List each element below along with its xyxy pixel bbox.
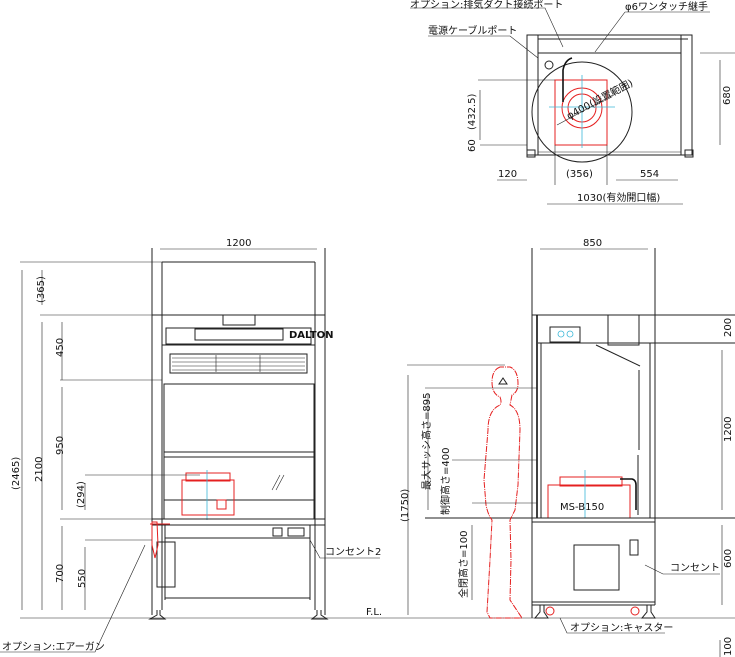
floor-level-label: F.L.	[366, 607, 382, 618]
hose-icon	[562, 57, 573, 102]
caster-label: オプション:キャスター	[570, 622, 673, 634]
side-feet	[533, 605, 656, 619]
foot-icon	[684, 149, 694, 158]
dim-432-5: (432.5)	[467, 93, 478, 130]
outlet-2-label: コンセント2	[325, 546, 381, 558]
dim-120: 120	[498, 169, 517, 180]
exhaust-port-label: オプション:排気ダクト接続ポート	[410, 0, 563, 11]
dim-680: 680	[722, 86, 733, 105]
device-model-label: MS-B150	[560, 502, 604, 513]
exhaust-grille	[169, 353, 308, 374]
fitting-box	[549, 326, 581, 343]
dim-100: 100	[723, 637, 734, 656]
closed-height-label: 全閉高さ=100	[457, 531, 470, 598]
dim-60: 60	[467, 139, 478, 152]
exhaust-duct	[607, 314, 640, 346]
side-cabinet	[531, 521, 656, 603]
cabinet-door-side[interactable]	[573, 544, 620, 591]
dim-1030: 1030(有効開口幅)	[577, 191, 660, 204]
airgun-icon	[150, 521, 170, 559]
fitting-label: φ6ワンタッチ継手	[625, 0, 708, 13]
cable-port-icon	[544, 60, 554, 70]
device-front-outline	[181, 479, 235, 516]
dim-1750: (1750)	[400, 489, 411, 522]
worktop	[151, 518, 326, 526]
dim-1200: 1200	[226, 238, 251, 249]
max-sash-label: 最大サッシ高さ=895	[420, 393, 433, 490]
brand-logo: DALTON	[289, 330, 333, 341]
dim-850: 850	[583, 238, 602, 249]
install-range-circle	[531, 61, 633, 163]
hood-panel	[165, 327, 312, 345]
install-circle-label: φ400(設置範囲)	[564, 76, 635, 122]
plan-view: φ400(設置範囲) オプション:排気ダクト接続ポート φ6ワンタッチ継手 電源…	[410, 0, 735, 205]
cable-port-label: 電源ケーブルポート	[428, 24, 517, 37]
dim-554: 554	[640, 169, 659, 180]
plan-outer-frame	[526, 34, 693, 156]
dim-1200: 1200	[723, 417, 734, 442]
outlet-side-icon	[629, 539, 639, 556]
airgun-label: オプション:エアーガン	[2, 641, 105, 653]
adjuster-feet	[148, 610, 329, 620]
dim-550: 550	[77, 569, 88, 588]
hose-icon	[620, 478, 637, 510]
caster-icon	[630, 606, 640, 616]
triangle-marker-icon	[498, 377, 508, 385]
front-view: DALTON 1200	[0, 238, 382, 653]
device-plan-outline	[554, 79, 608, 146]
duct-port	[222, 314, 256, 326]
dim-600: 600	[723, 549, 734, 568]
dim-200: 200	[723, 318, 734, 337]
side-view: MS-B150 850 200 1200 600 100 (1750) 最大サッ…	[380, 238, 735, 657]
cabinet-door[interactable]	[156, 541, 176, 588]
dim-450: 450	[55, 338, 66, 357]
outlet-icon	[287, 527, 305, 537]
caster-icon	[545, 606, 555, 616]
dim-700: 700	[55, 564, 66, 583]
human-figure	[483, 366, 523, 619]
dim-356: (356)	[566, 169, 593, 180]
dim-294: (294)	[76, 481, 87, 508]
dim-2100: 2100	[34, 457, 45, 482]
switch-icon[interactable]	[272, 527, 283, 537]
outlet-label: コンセント	[670, 562, 720, 574]
control-height-label: 制御高さ=400	[439, 448, 452, 515]
dim-950: 950	[55, 436, 66, 455]
dim-2465: (2465)	[11, 457, 22, 490]
foot-icon	[526, 149, 536, 158]
dim-365: (365)	[36, 276, 47, 303]
